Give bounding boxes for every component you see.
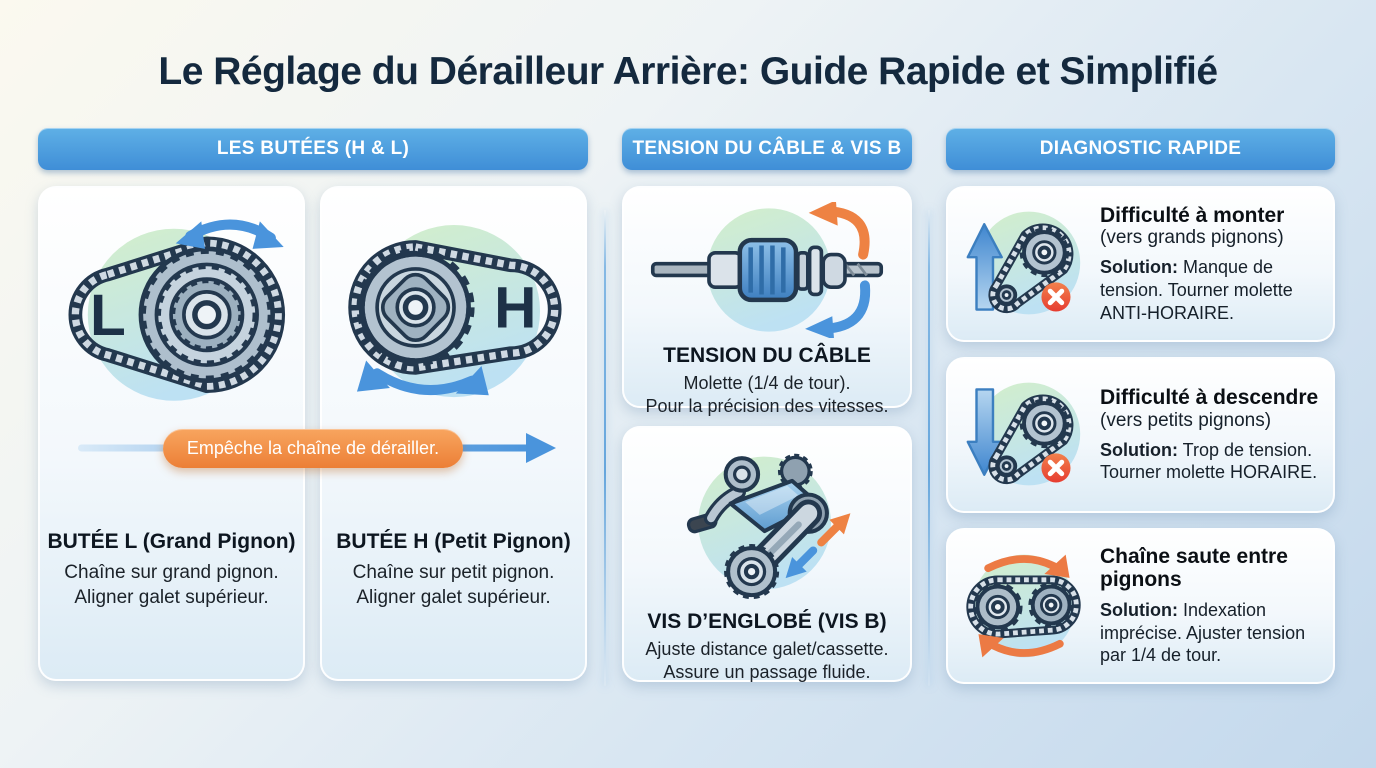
limit-card-body: Chaîne sur grand pignon. Aligner galet s… [64,562,279,609]
limits-header: LES BUTÉES (H & L) [38,128,588,170]
diag-subtitle: (vers grands pignons) [1100,227,1284,249]
diag-text: Difficulté à monter (vers grands pignons… [1088,204,1319,324]
content-columns: LES BUTÉES (H & L) [0,128,1376,686]
chain-skip-icon [960,543,1088,669]
card-cable-tension: TENSION DU CÂBLE Molette (1/4 de tour). … [622,186,912,416]
page-title: Le Réglage du Dérailleur Arrière: Guide … [158,50,1218,93]
diag-solution: Solution: Manque de tension. Tourner mol… [1100,257,1293,323]
limit-card-body: Chaîne sur petit pignon. Aligner galet s… [352,562,555,609]
card-vis-b: VIS D’ENGLOBÉ (VIS B) Ajuste distance ga… [622,426,912,682]
column-tension: TENSION DU CÂBLE & VIS B [622,128,912,682]
tension-card-body: Molette (1/4 de tour). Pour la précision… [645,373,889,417]
barrel-adjuster-icon [649,202,885,338]
limit-letter-h: H [494,276,536,341]
tension-card-body: Ajuste distance galet/cassette. Assure u… [645,639,889,683]
diag-text: Chaîne saute entre pignons Solution: Ind… [1088,545,1319,667]
card-butee-l: L BUTÉE L (Grand Pignon) Chaîne sur gran… [38,186,305,681]
rear-derailleur-icon [667,442,867,604]
limits-cards: L BUTÉE L (Grand Pignon) Chaîne sur gran… [38,186,588,681]
tension-card-title: TENSION DU CÂBLE [663,344,871,367]
diag-solution: Solution: Indexation imprécise. Ajuster … [1100,600,1306,666]
shift-down-problem-icon [960,372,1088,498]
diag-solution: Solution: Trop de tension. Tourner molet… [1100,439,1318,483]
limit-letter-l: L [90,283,126,348]
shift-up-problem-icon [960,201,1088,327]
diag-title: Chaîne saute entre pignons [1100,544,1288,592]
diag-text: Difficulté à descendre (vers petits pign… [1088,386,1319,484]
sprocket-chain-h-icon: H [335,208,573,508]
card-difficulty-down: Difficulté à descendre (vers petits pign… [946,357,1335,513]
diag-title: Difficulté à descendre [1100,386,1319,410]
card-chain-skip: Chaîne saute entre pignons Solution: Ind… [946,528,1335,684]
tension-card-title: VIS D’ENGLOBÉ (VIS B) [647,610,887,633]
column-limits: LES BUTÉES (H & L) [38,128,588,681]
diagnostic-header: DIAGNOSTIC RAPIDE [946,128,1335,170]
tension-header: TENSION DU CÂBLE & VIS B [622,128,912,170]
diag-title: Difficulté à monter [1100,203,1285,227]
column-divider [604,210,606,686]
column-diagnostic: DIAGNOSTIC RAPIDE [946,128,1335,684]
diag-subtitle: (vers petits pignons) [1100,409,1272,431]
column-divider [928,210,930,686]
cassette-chain-l-icon: L [53,208,291,508]
card-difficulty-up: Difficulté à monter (vers grands pignons… [946,186,1335,342]
limit-card-title: BUTÉE L (Grand Pignon) [47,530,296,553]
limit-card-title: BUTÉE H (Petit Pignon) [336,530,571,553]
card-butee-h: H BUTÉE H (Petit Pignon) Chaîne sur peti… [320,186,587,681]
